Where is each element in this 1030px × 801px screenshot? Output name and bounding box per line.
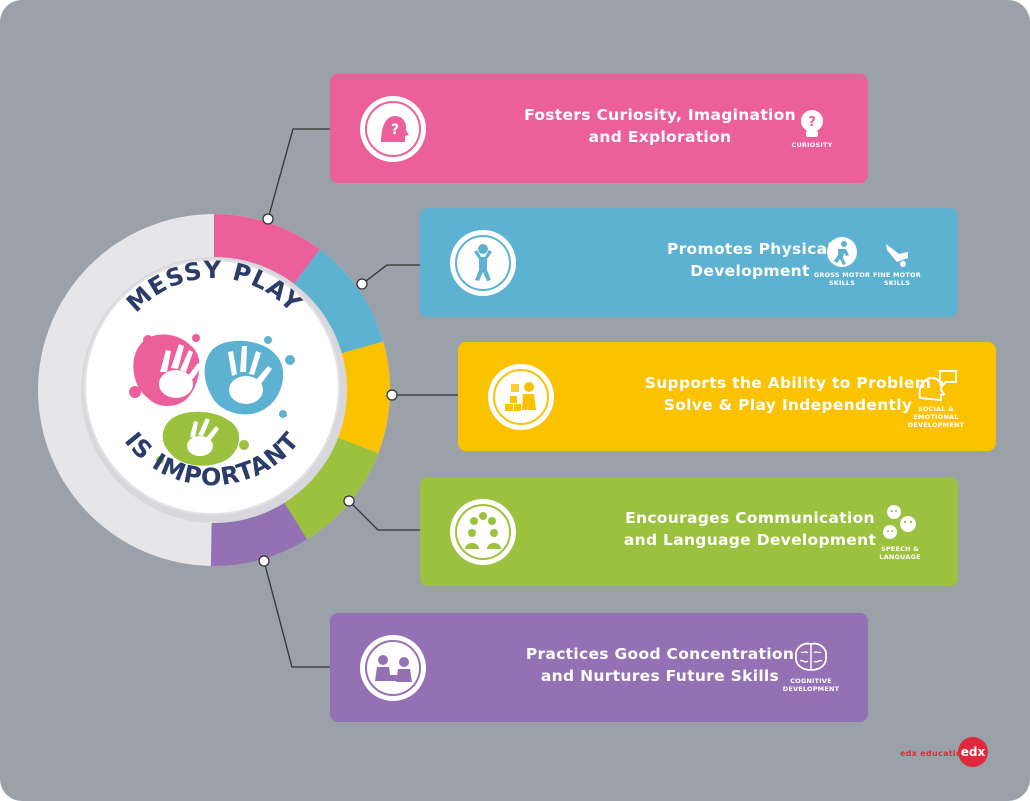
card-title: Fosters Curiosity, Imagination and Explo… bbox=[524, 106, 796, 146]
curiosity-head-icon: ? bbox=[360, 96, 426, 162]
tag-label: COGNITIVE DEVELOPMENT bbox=[782, 677, 840, 693]
running-figure-icon bbox=[813, 236, 871, 268]
connector-dot-3 bbox=[386, 389, 398, 401]
tag-1-1: FINE MOTOR SKILLS bbox=[868, 236, 926, 287]
brand-badge: edx bbox=[958, 737, 988, 767]
smiley-faces-icon bbox=[864, 502, 936, 542]
card-concentration: Practices Good Concentration and Nurture… bbox=[330, 613, 868, 722]
card-communication: Encourages Communication and Language De… bbox=[420, 477, 958, 586]
connector-dot-4 bbox=[343, 495, 355, 507]
connector-line-1 bbox=[267, 128, 330, 220]
card-physical: Promotes Physical Development bbox=[420, 208, 958, 317]
card-title: Encourages Communication and Language De… bbox=[623, 509, 877, 549]
connector-line-5 bbox=[263, 560, 330, 668]
card-title: Supports the Ability to Problem Solve & … bbox=[644, 374, 932, 414]
brand-logo: edx education edx bbox=[900, 737, 990, 767]
card-curiosity: ? Fosters Curiosity, Imagination and Exp… bbox=[330, 74, 868, 183]
question-head-icon: ? bbox=[801, 110, 823, 137]
connector-line-4 bbox=[348, 500, 420, 531]
tag-label: FINE MOTOR SKILLS bbox=[873, 271, 921, 287]
tag-label: SOCIAL & EMOTIONAL DEVELOPMENT bbox=[907, 405, 965, 429]
card-title: Promotes Physical Development bbox=[666, 240, 834, 280]
tag-label: GROSS MOTOR SKILLS bbox=[813, 271, 871, 287]
children-playing-icon bbox=[360, 635, 426, 701]
card-problem-solving: Supports the Ability to Problem Solve & … bbox=[458, 342, 996, 451]
tag-1-0: GROSS MOTOR SKILLS bbox=[813, 236, 871, 287]
tag-label: CURIOSITY bbox=[791, 141, 833, 149]
tag-2-0: SOCIAL & EMOTIONAL DEVELOPMENT bbox=[900, 368, 972, 429]
speaking-head-icon bbox=[900, 368, 972, 402]
children-chatting-icon bbox=[450, 499, 516, 565]
connector-dot-2 bbox=[356, 278, 368, 290]
paint-splash-illustration bbox=[129, 334, 295, 466]
child-building-blocks-icon bbox=[488, 364, 554, 430]
tag-4-0: COGNITIVE DEVELOPMENT bbox=[780, 640, 842, 693]
jumping-child-icon bbox=[450, 230, 516, 296]
tag-curiosity: ? CURIOSITY bbox=[782, 108, 842, 149]
tag-3-0: SPEECH & LANGUAGE bbox=[864, 502, 936, 561]
connector-line-2 bbox=[361, 264, 420, 285]
pinching-hand-icon bbox=[868, 236, 926, 268]
brain-icon bbox=[780, 640, 842, 674]
card-title: Practices Good Concentration and Nurture… bbox=[525, 645, 795, 685]
svg-text:?: ? bbox=[391, 122, 399, 138]
svg-text:?: ? bbox=[808, 115, 816, 130]
brand-text: edx education bbox=[900, 749, 968, 758]
connector-dot-1 bbox=[262, 213, 274, 225]
connector-dot-5 bbox=[258, 555, 270, 567]
tag-label: SPEECH & LANGUAGE bbox=[879, 545, 921, 561]
